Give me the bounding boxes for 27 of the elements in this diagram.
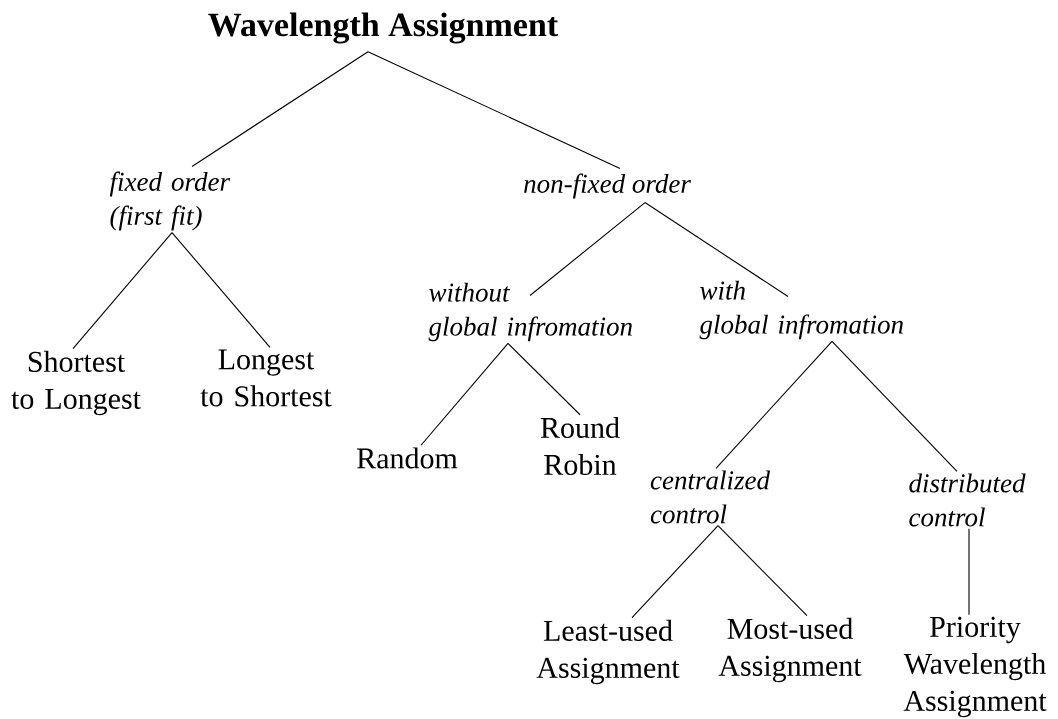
method-label: Random: [357, 447, 458, 469]
tree-line: [367, 51, 621, 169]
category-label: fixed order (first fit): [109, 171, 231, 231]
tree-line: [72, 232, 173, 350]
tree-line: [831, 340, 958, 472]
root-label: Wavelength Assignment: [208, 12, 558, 44]
category-label: non-fixed order: [524, 173, 691, 199]
method-label: Least-used Assignment: [536, 619, 680, 685]
tree-line: [715, 340, 833, 469]
tree-line: [644, 202, 789, 298]
tree-line: [507, 342, 581, 416]
tree-line: [717, 525, 808, 617]
tree-line: [191, 51, 369, 167]
tree-line: [420, 342, 509, 446]
category-label: centralized control: [650, 470, 771, 524]
category-label: without global infromation: [428, 282, 632, 342]
tree-line: [631, 525, 719, 619]
tree-line: [968, 528, 970, 616]
method-label: Round Robin: [540, 416, 620, 476]
category-label: distributed control: [909, 473, 1026, 527]
method-label: Shortest to Longest: [11, 350, 141, 416]
category-label: with global infromation: [699, 280, 903, 340]
tree-line: [529, 202, 646, 297]
method-label: Most-used Assignment: [718, 617, 862, 683]
method-label: Longest to Shortest: [200, 349, 332, 407]
method-label: Priority Wavelength Assignment: [903, 616, 1047, 718]
tree-line: [171, 232, 271, 348]
